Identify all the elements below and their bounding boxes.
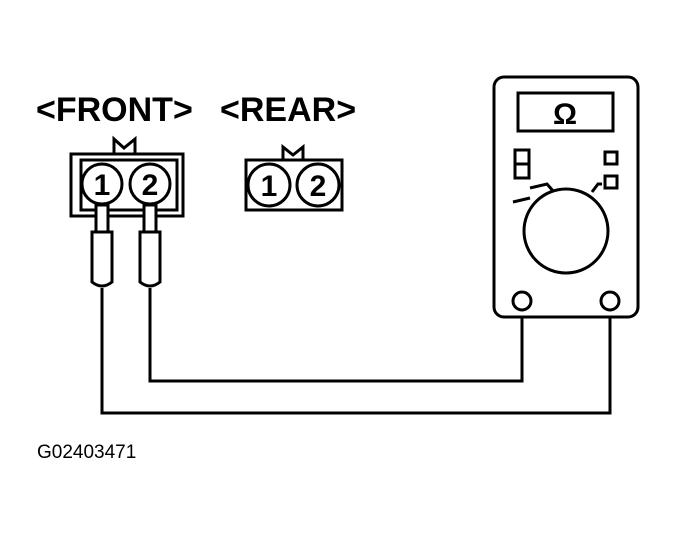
figure-code: G02403471: [37, 442, 136, 463]
front-label: <FRONT>: [36, 91, 193, 129]
test-probe-left: [90, 203, 114, 288]
multimeter-dial: [522, 187, 610, 275]
front-pin-1-label: 1: [94, 169, 111, 202]
multimeter: [492, 75, 640, 319]
multimeter-jack-left: [511, 290, 533, 312]
ohm-symbol: Ω: [553, 98, 577, 131]
range-mark-3: [590, 182, 602, 193]
wiring: [100, 288, 612, 415]
multimeter-jack-right: [599, 290, 621, 312]
range-mark-1: [529, 182, 556, 193]
front-connector: [69, 135, 185, 218]
wire-pin1-to-meter-right: [100, 288, 612, 415]
probe-left-handle: [90, 230, 114, 288]
rear-pin-2-label: 2: [310, 170, 327, 203]
probe-right-handle: [138, 230, 162, 288]
rear-label: <REAR>: [220, 91, 356, 129]
front-connector-housing: [69, 152, 185, 218]
front-connector-latch-icon: [112, 135, 137, 154]
rear-pin-1-circle: [246, 162, 292, 208]
wire-pin2-to-meter-left: [148, 288, 524, 383]
rear-pin-1-label: 1: [261, 170, 278, 203]
multimeter-button-bottom: [603, 174, 619, 190]
front-pin-2-label: 2: [142, 169, 159, 202]
probe-left-tip: [94, 203, 110, 234]
probe-right-tip: [142, 203, 158, 234]
test-probe-right: [138, 203, 162, 288]
multimeter-button-top: [603, 150, 619, 166]
rear-connector-latch-icon: [281, 143, 305, 160]
rear-pin-2-circle: [295, 162, 341, 208]
range-mark-2: [512, 196, 531, 204]
rear-connector: [244, 143, 344, 212]
multimeter-display: [516, 91, 615, 133]
